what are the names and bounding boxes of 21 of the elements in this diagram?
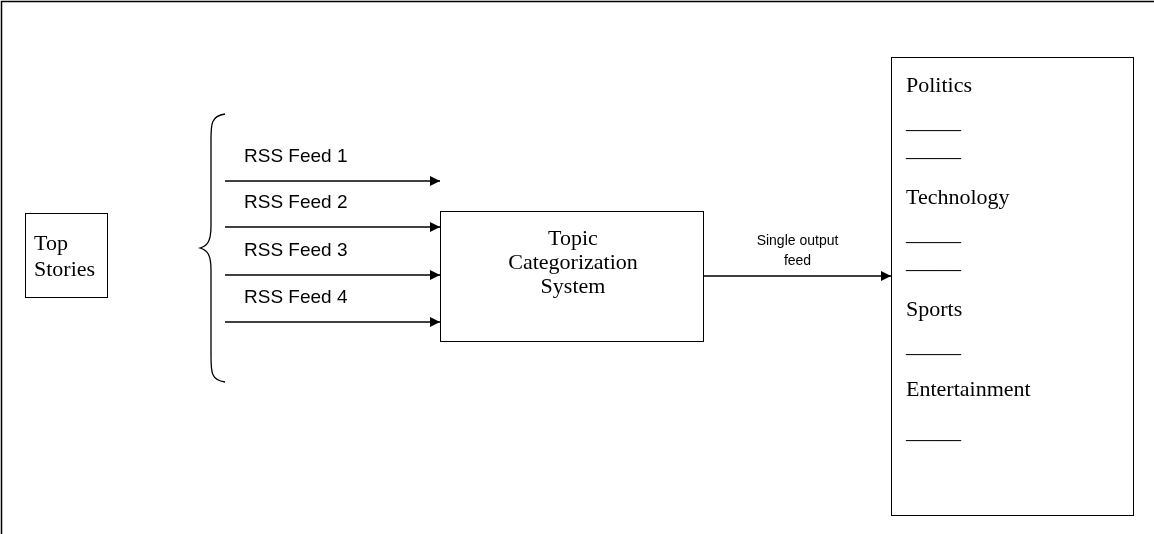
- process-box: [25, 213, 108, 298]
- arrow: [224, 222, 441, 232]
- blank-line: _____: [906, 136, 963, 162]
- blank-line: _____: [906, 418, 963, 444]
- arrow: [224, 317, 441, 327]
- category-label: Entertainment: [906, 376, 1032, 402]
- category-label: Sports: [906, 296, 964, 322]
- blank-line: _____: [906, 108, 963, 134]
- arrow: [703, 271, 892, 281]
- arrow: [224, 176, 441, 186]
- blank-line: _____: [906, 220, 963, 246]
- box-label: Top Stories: [34, 230, 97, 282]
- blank-line: _____: [906, 248, 963, 274]
- blank-line: _____: [906, 332, 963, 358]
- arrow: [224, 270, 441, 280]
- process-box: [440, 211, 704, 342]
- category-label: Politics: [906, 72, 973, 98]
- box-label: Topic Categorization System: [507, 226, 639, 298]
- category-label: Technology: [906, 184, 1011, 210]
- curly-brace: [199, 113, 225, 383]
- process-box: [891, 57, 1134, 516]
